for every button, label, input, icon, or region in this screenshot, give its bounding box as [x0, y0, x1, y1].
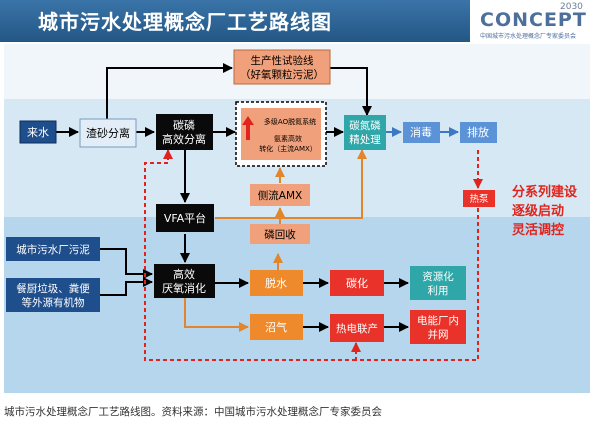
title-bar: 城市污水处理概念厂工艺路线图 [0, 0, 470, 42]
ao-system-label-line1: 多级AO脱氮系统 [264, 117, 316, 126]
resource-utilization-label-line1: 资源化 [422, 270, 454, 283]
municipal-sludge-box [6, 237, 100, 261]
carbon-phosphorus-label-line2: 高效分离 [162, 132, 206, 146]
strategy-notes: 分系列建设 逐级启动 灵活调控 [512, 184, 578, 238]
pilot-line-label-line1: 生产性试验线 [251, 54, 314, 67]
disinfection-box [403, 122, 440, 143]
heat-pump-box [463, 190, 495, 207]
grit-separation-box [79, 118, 137, 148]
phosphorus-recovery-label: 磷回收 [264, 228, 296, 241]
ao-system-label-line3: 转化（主流AMX） [259, 144, 317, 153]
strategy-line-3: 灵活调控 [512, 222, 564, 238]
dewatering-box [250, 270, 303, 296]
external-organics-label-line2: 等外源有机物 [22, 296, 85, 309]
side-stream-amx-box [250, 184, 310, 206]
orange-flow-arrows [184, 149, 367, 332]
ao-system-box [241, 108, 321, 160]
grid-connection-box [410, 310, 466, 344]
brand-logo: CONCEPT [480, 9, 587, 31]
pilot-line-box [233, 49, 331, 85]
side-stream-amx-label: 侧流AMX [258, 189, 302, 202]
carbonization-box [330, 270, 384, 296]
heat-pump-label: 热泵 [469, 193, 489, 205]
external-organics-label-line1: 餐厨垃圾、粪便 [16, 282, 90, 295]
resource-utilization-box [410, 266, 466, 300]
brand-subtitle: 中国城市污水处理概念厂专家委员会 [480, 33, 577, 40]
strategy-line-1: 分系列建设 [512, 184, 578, 200]
figure-caption: 城市污水处理概念厂工艺路线图。资料来源：中国城市污水处理概念厂专家委员会 [4, 406, 382, 418]
municipal-sludge-label: 城市污水厂污泥 [16, 243, 90, 256]
disinfection-label: 消毒 [410, 125, 432, 139]
cnp-polishing-label-line2: 精处理 [349, 133, 381, 146]
inflow-label: 来水 [27, 126, 49, 139]
carbonization-label: 碳化 [346, 276, 368, 290]
black-flow-arrows [56, 63, 409, 332]
red-dashed-arrows [144, 149, 483, 361]
carbon-phosphorus-label-line1: 碳磷 [173, 118, 195, 132]
cnp-polishing-label-line1: 碳氮磷 [349, 119, 381, 132]
vfa-platform-box [156, 204, 214, 232]
background-band-bottom [4, 217, 590, 393]
anaerobic-digestion-label-line1: 高效 [173, 267, 195, 281]
discharge-label: 排放 [467, 125, 489, 139]
brand-year: 2030 [560, 2, 583, 12]
phosphorus-recovery-box [250, 224, 310, 244]
grid-connection-label-line2: 并网 [428, 328, 449, 341]
cnp-polishing-box [344, 115, 386, 150]
grit-separation-label: 渣砂分离 [86, 126, 130, 140]
grid-connection-label-line1: 电能厂内 [417, 314, 459, 327]
page-title: 城市污水处理概念厂工艺路线图 [38, 10, 332, 34]
anaerobic-digestion-box [154, 264, 215, 298]
chp-label: 热电联产 [336, 322, 378, 335]
discharge-box [460, 122, 497, 143]
biogas-label: 沼气 [265, 320, 287, 334]
up-arrow-icon [242, 116, 254, 140]
ao-system-label-line2: 氨素高效 [274, 134, 302, 143]
biogas-box [250, 314, 303, 340]
carbon-phosphorus-separation-box [156, 114, 213, 150]
strategy-line-2: 逐级启动 [512, 203, 564, 219]
anaerobic-digestion-label-line2: 厌氧消化 [162, 281, 206, 295]
chp-box [330, 314, 384, 342]
vfa-platform-label: VFA平台 [164, 211, 206, 225]
pilot-line-label-line2: （好氧颗粒污泥） [240, 68, 324, 81]
resource-utilization-label-line2: 利用 [428, 285, 449, 297]
inflow-box [19, 120, 57, 144]
dewatering-label: 脱水 [265, 276, 287, 290]
external-organics-box [6, 278, 100, 312]
